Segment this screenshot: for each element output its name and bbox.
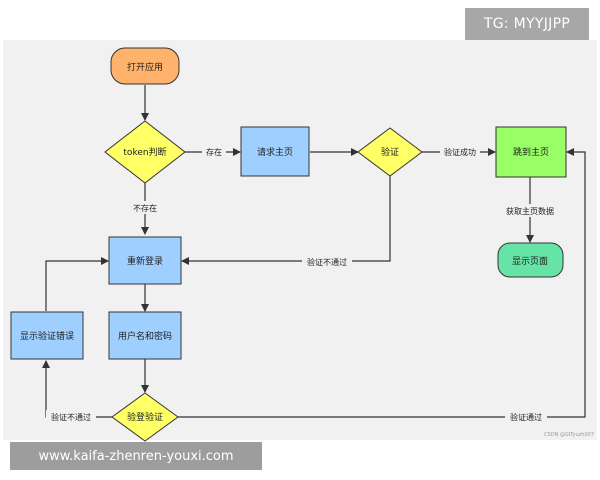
edge-labels: 存在 不存在 验证成功 获取主页数据 验证不通过 验证不通过 验证通过 — [46, 145, 558, 423]
label-verify-fail-top: 验证不通过 — [307, 257, 347, 267]
diagram-background — [3, 40, 597, 440]
node-credentials: 用户名和密码 — [108, 311, 182, 360]
svg-text:重新登录: 重新登录 — [127, 255, 163, 267]
node-token-check: token判断 — [104, 120, 186, 184]
label-verify-fail-bottom: 验证不通过 — [51, 412, 91, 422]
svg-text:token判断: token判断 — [123, 146, 166, 158]
svg-text:验登验证: 验登验证 — [127, 411, 163, 423]
svg-text:显示页面: 显示页面 — [512, 256, 548, 267]
url-banner: www.kaifa-zhenren-youxi.com — [10, 442, 262, 470]
label-not-exists: 不存在 — [133, 203, 157, 213]
svg-text:用户名和密码: 用户名和密码 — [118, 330, 172, 342]
edge-verify-fail-to-relogin — [181, 176, 391, 265]
svg-text:跳到主页: 跳到主页 — [513, 146, 549, 158]
node-login-verify: 验登验证 — [111, 392, 179, 442]
node-show-error: 显示验证错误 — [10, 311, 84, 360]
edge-login-pass-to-home — [178, 148, 586, 418]
tg-badge: TG: MYYJJPP — [465, 8, 589, 40]
edge-error-to-relogin — [45, 257, 109, 311]
node-go-home: 跳到主页 — [495, 126, 567, 178]
node-request-home: 请求主页 — [240, 126, 310, 177]
label-exists: 存在 — [206, 147, 222, 157]
node-relogin: 重新登录 — [108, 236, 182, 285]
label-fetch-data: 获取主页数据 — [506, 206, 554, 216]
svg-text:显示验证错误: 显示验证错误 — [20, 330, 74, 342]
svg-text:验证: 验证 — [381, 146, 399, 158]
node-verify: 验证 — [357, 127, 423, 177]
svg-text:打开应用: 打开应用 — [127, 61, 163, 73]
label-verify-success: 验证成功 — [444, 147, 476, 157]
node-show-page: 显示页面 — [497, 242, 564, 278]
edge-login-fail-to-error — [42, 360, 112, 418]
csdn-watermark: CSDN @GITyuzh007 — [544, 432, 594, 438]
svg-text:请求主页: 请求主页 — [257, 146, 293, 158]
label-verify-pass: 验证通过 — [510, 412, 542, 422]
node-open-app: 打开应用 — [110, 47, 180, 85]
